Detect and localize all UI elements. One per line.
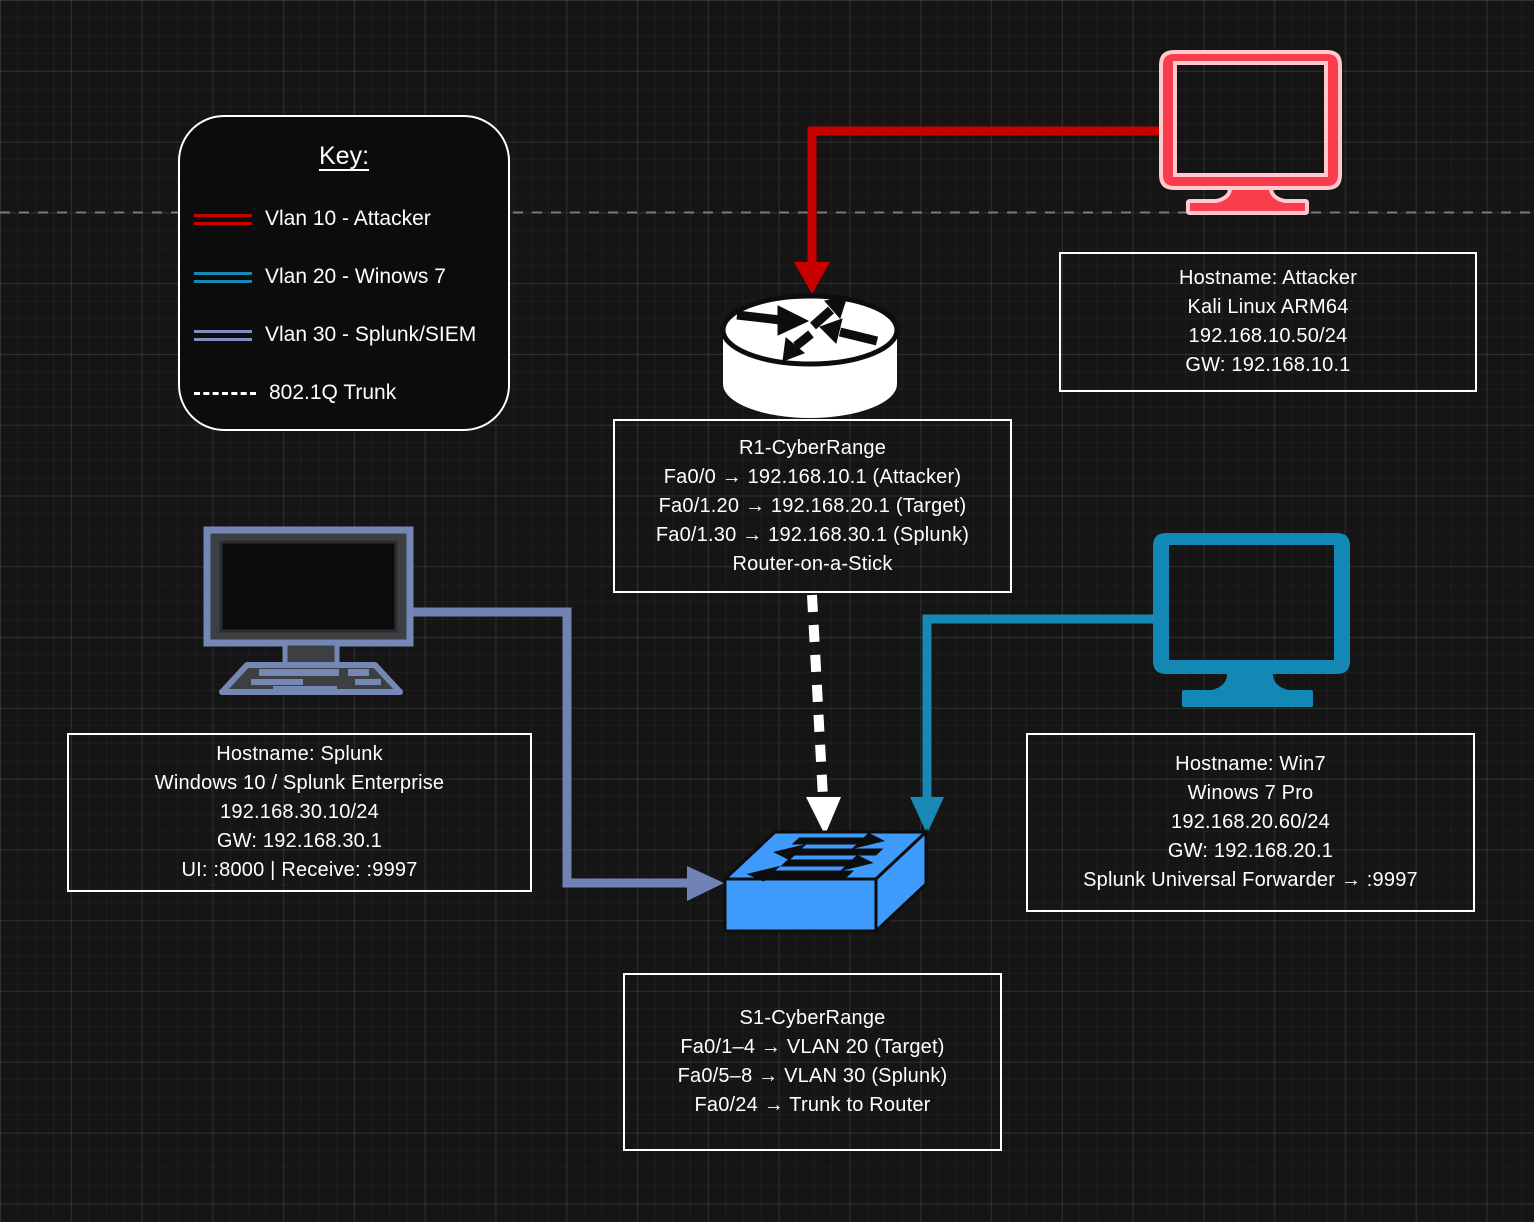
splunk-os: Windows 10 / Splunk Enterprise xyxy=(154,772,445,794)
legend-title: Key: xyxy=(318,142,370,170)
link-vlan20-win7-to-switch[interactable] xyxy=(910,614,1153,834)
legend-label: 802.1Q Trunk xyxy=(269,381,397,404)
link-vlan30-splunk-to-switch[interactable] xyxy=(410,607,724,901)
switch-icon[interactable] xyxy=(721,828,930,935)
link-vlan10-attacker-to-router[interactable] xyxy=(794,126,1161,294)
router-if-fa0130: Fa0/1.30 → 192.168.30.1 (Splunk) xyxy=(655,523,970,546)
legend-box[interactable]: Key: Vlan 10 - Attacker Vlan 20 - Winows… xyxy=(178,115,510,431)
link-trunk-router-to-switch[interactable] xyxy=(806,594,841,835)
splunk-gateway: GW: 192.168.30.1 xyxy=(216,830,383,852)
splunk-keyboard-keys xyxy=(251,669,381,692)
splunk-ports: UI: :8000 | Receive: :9997 xyxy=(181,859,418,881)
splunk-hostname: Hostname: Splunk xyxy=(216,743,383,765)
switch-label-box[interactable]: S1-CyberRange Fa0/1–4 → VLAN 20 (Target)… xyxy=(623,973,1002,1151)
legend-item-trunk: 802.1Q Trunk xyxy=(194,376,396,410)
vlan30-line-swatch xyxy=(194,329,252,341)
win7-monitor-icon[interactable] xyxy=(1153,533,1350,707)
splunk-ip: 192.168.30.10/24 xyxy=(220,801,379,823)
attacker-monitor-icon[interactable] xyxy=(1159,50,1342,215)
attacker-os: Kali Linux ARM64 xyxy=(1187,296,1349,318)
attacker-gateway: GW: 192.168.10.1 xyxy=(1185,354,1351,376)
splunk-desktop-icon[interactable] xyxy=(203,526,414,695)
splunk-label-box[interactable]: Hostname: Splunk Windows 10 / Splunk Ent… xyxy=(67,733,532,892)
router-if-fa00: Fa0/0 → 192.168.10.1 (Attacker) xyxy=(663,465,962,488)
win7-os: Winows 7 Pro xyxy=(1187,782,1314,804)
legend-item-vlan20: Vlan 20 - Winows 7 xyxy=(194,260,446,294)
trunk-line-swatch xyxy=(194,391,256,395)
switch-ports-vlan20: Fa0/1–4 → VLAN 20 (Target) xyxy=(680,1036,945,1058)
router-icon[interactable] xyxy=(720,293,900,418)
attacker-ip: 192.168.10.50/24 xyxy=(1188,325,1348,347)
win7-label-box[interactable]: Hostname: Win7 Winows 7 Pro 192.168.20.6… xyxy=(1026,733,1475,912)
router-if-fa0120: Fa0/1.20 → 192.168.20.1 (Target) xyxy=(658,494,967,517)
legend-label: Vlan 30 - Splunk/SIEM xyxy=(265,323,477,346)
win7-ip: 192.168.20.60/24 xyxy=(1171,811,1330,833)
switch-ports-vlan30: Fa0/5–8 → VLAN 30 (Splunk) xyxy=(677,1065,948,1087)
legend-item-vlan30: Vlan 30 - Splunk/SIEM xyxy=(194,318,476,352)
router-name: R1-CyberRange xyxy=(738,436,887,459)
attacker-label-box[interactable]: Hostname: Attacker Kali Linux ARM64 192.… xyxy=(1059,252,1477,392)
vlan10-line-swatch xyxy=(194,213,252,225)
win7-hostname: Hostname: Win7 xyxy=(1175,753,1326,775)
switch-trunk-port: Fa0/24 → Trunk to Router xyxy=(694,1094,931,1116)
legend-label: Vlan 10 - Attacker xyxy=(265,207,431,230)
legend-item-vlan10: Vlan 10 - Attacker xyxy=(194,202,431,236)
win7-forwarder: Splunk Universal Forwarder → :9997 xyxy=(1083,869,1418,891)
win7-gateway: GW: 192.168.20.1 xyxy=(1167,840,1334,862)
router-label-box[interactable]: R1-CyberRange Fa0/0 → 192.168.10.1 (Atta… xyxy=(613,419,1012,593)
switch-name: S1-CyberRange xyxy=(739,1007,886,1029)
vlan20-line-swatch xyxy=(194,271,252,283)
attacker-hostname: Hostname: Attacker xyxy=(1178,267,1358,289)
router-mode: Router-on-a-Stick xyxy=(732,552,893,575)
legend-label: Vlan 20 - Winows 7 xyxy=(265,265,446,288)
